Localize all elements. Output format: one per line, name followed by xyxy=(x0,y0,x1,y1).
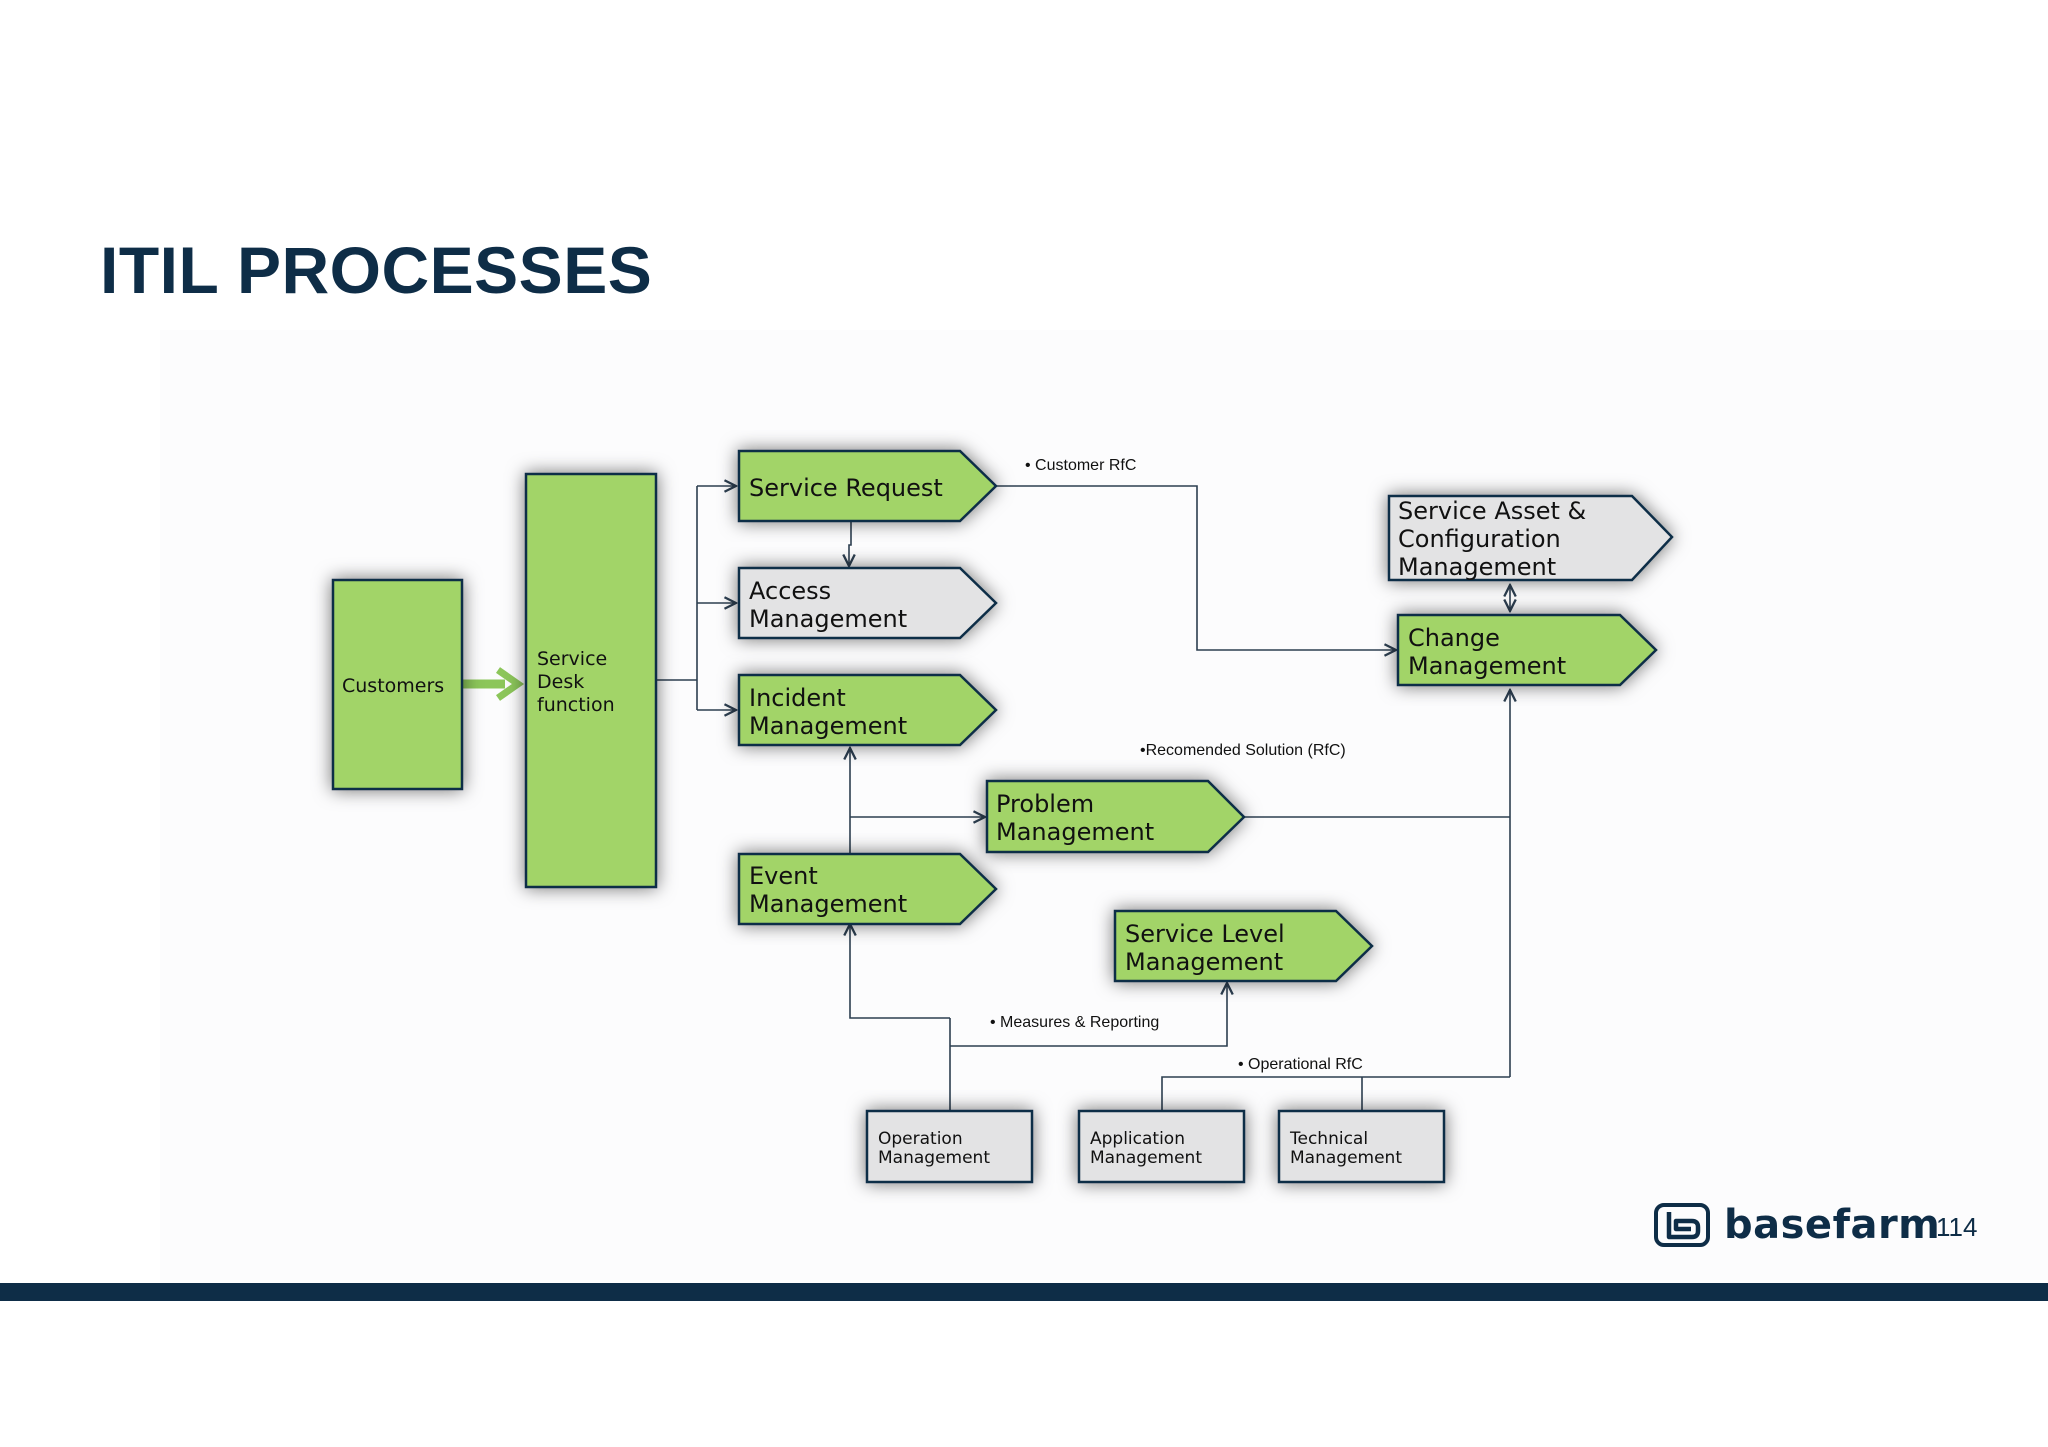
operation-management-label-line2: Management xyxy=(878,1148,990,1168)
problem-management-label-line1: Problem xyxy=(996,790,1094,818)
operational-rfc-connector xyxy=(1161,1076,1510,1110)
application-management-box[interactable]: Application Management xyxy=(1077,1109,1246,1184)
service-level-management-box[interactable]: Service Level Management xyxy=(1113,909,1374,983)
customers-label: Customers xyxy=(342,675,444,697)
basefarm-logo-text: basefarm xyxy=(1724,1202,1941,1248)
incident-management-label-line2: Management xyxy=(749,712,907,740)
service-request-to-access-arrow xyxy=(849,522,851,566)
event-management-box[interactable]: Event Management xyxy=(737,852,998,926)
event-management-label-line2: Management xyxy=(749,890,907,918)
access-management-box[interactable]: Access Management xyxy=(737,566,998,640)
sacm-label-line1: Service Asset & xyxy=(1398,497,1586,525)
service-desk-label-line2: Desk xyxy=(537,671,584,693)
basefarm-logo: basefarm xyxy=(1654,1202,1940,1248)
service-asset-config-management-box[interactable]: Service Asset & Configuration Management xyxy=(1387,494,1674,582)
customers-to-desk-arrow xyxy=(462,667,525,701)
event-management-label-line1: Event xyxy=(749,862,818,890)
sacm-label-line3: Management xyxy=(1398,553,1556,581)
application-management-label-line1: Application xyxy=(1090,1129,1185,1149)
change-management-box[interactable]: Change Management xyxy=(1396,613,1658,687)
customer-rfc-connector xyxy=(996,485,1396,650)
recommended-solution-note: •Recomended Solution (RfC) xyxy=(1140,742,1346,759)
technical-management-label-line2: Management xyxy=(1290,1148,1402,1168)
incident-management-label-line1: Incident xyxy=(749,684,846,712)
problem-management-label-line2: Management xyxy=(996,818,1154,846)
change-management-label-line1: Change xyxy=(1408,624,1500,652)
operation-management-box[interactable]: Operation Management xyxy=(865,1109,1034,1184)
service-level-management-label-line1: Service Level xyxy=(1125,920,1285,948)
incident-management-box[interactable]: Incident Management xyxy=(737,673,998,747)
customer-rfc-note: • Customer RfC xyxy=(1025,457,1136,474)
page-number: 114 xyxy=(1936,1212,1978,1242)
change-management-label-line2: Management xyxy=(1408,652,1566,680)
page-title: ITIL PROCESSES xyxy=(100,233,653,307)
application-management-label-line2: Management xyxy=(1090,1148,1202,1168)
access-management-label-line2: Management xyxy=(749,605,907,633)
service-desk-label-line3: function xyxy=(537,694,615,716)
customers-box[interactable]: Customers xyxy=(331,578,464,791)
technical-management-box[interactable]: Technical Management xyxy=(1277,1109,1446,1184)
service-request-box[interactable]: Service Request xyxy=(737,449,998,523)
footer-bar xyxy=(0,1283,2048,1301)
measures-to-event-arrow xyxy=(850,924,950,1019)
problem-management-box[interactable]: Problem Management xyxy=(985,779,1246,854)
sacm-label-line2: Configuration xyxy=(1398,525,1561,553)
basefarm-logo-icon xyxy=(1654,1203,1710,1247)
technical-management-label-line1: Technical xyxy=(1289,1129,1368,1149)
measures-to-slm-arrow xyxy=(950,983,1227,1047)
access-management-label-line1: Access xyxy=(749,577,831,605)
measures-reporting-note: • Measures & Reporting xyxy=(990,1014,1159,1031)
service-request-label: Service Request xyxy=(749,474,943,502)
operation-management-label-line1: Operation xyxy=(878,1129,963,1149)
service-level-management-label-line2: Management xyxy=(1125,948,1283,976)
service-desk-label-line1: Service xyxy=(537,648,607,670)
service-desk-box[interactable]: Service Desk function xyxy=(524,472,658,889)
operational-rfc-note: • Operational RfC xyxy=(1238,1056,1363,1073)
